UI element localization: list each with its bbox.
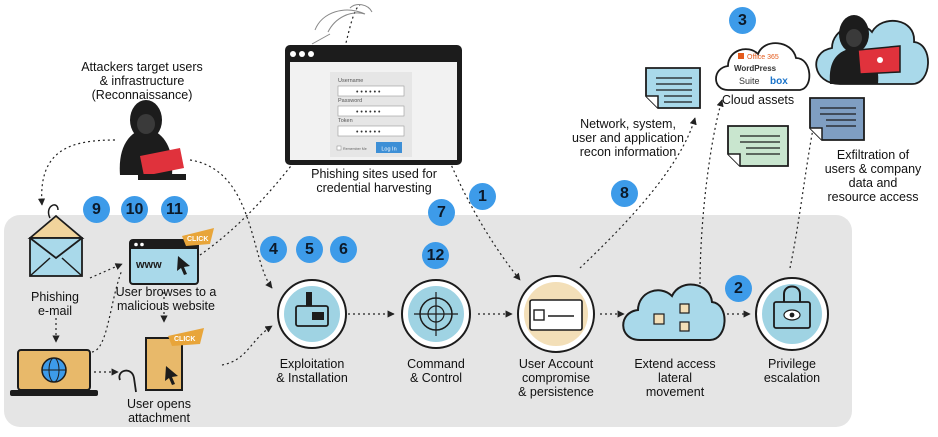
attacker-to-exploitation-arrow xyxy=(189,159,273,289)
account-compromise-stage-icon xyxy=(517,275,595,353)
privilege-escalation-label: Privilege escalation xyxy=(763,357,821,385)
green-document-icon xyxy=(727,125,789,167)
login-button-label: Log In xyxy=(381,147,396,153)
step-badge-12: 12 xyxy=(422,242,449,269)
phishing-email-envelope-icon xyxy=(27,204,85,277)
step-badge-2: 2 xyxy=(725,275,752,302)
network-recon-label: Network, system, user and application re… xyxy=(572,117,684,159)
step-badge-10: 10 xyxy=(121,196,148,223)
account-to-recon-arrow xyxy=(579,117,697,269)
laptop-to-website-line xyxy=(91,269,123,353)
command-control-stage-icon xyxy=(401,279,471,349)
token-field-value: • • • • • • xyxy=(356,129,381,136)
click-burst-icon xyxy=(182,228,214,246)
step-badge-6: 6 xyxy=(330,236,357,263)
phishing-site-window xyxy=(285,45,462,165)
phishing-email-label: Phishing e-mail xyxy=(31,290,79,318)
step-badge-8: 8 xyxy=(611,180,638,207)
phishing-sites-label: Phishing sites used for credential harve… xyxy=(311,167,437,195)
malicious-website-browser-icon xyxy=(129,239,199,285)
attachment-to-exploitation-arrow xyxy=(221,325,273,366)
click-label-website: CLICK xyxy=(187,236,208,243)
step-badge-5: 5 xyxy=(296,236,323,263)
step-badge-4: 4 xyxy=(260,236,287,263)
remember-me-label: Remember Me xyxy=(343,147,367,151)
token-field-label: Token xyxy=(338,118,353,124)
attacker-hacker-icon xyxy=(119,100,186,180)
exploitation-stage-icon xyxy=(277,279,347,349)
cloud-assets-icon xyxy=(715,42,811,91)
navy-document-icon xyxy=(809,97,865,141)
username-field-label: Username xyxy=(338,78,363,84)
privilege-escalation-stage-icon xyxy=(755,277,829,351)
cloud-assets-label: Cloud assets xyxy=(721,93,795,107)
connectors xyxy=(37,4,818,376)
www-text: www xyxy=(135,259,162,271)
lateral-to-cloud-arrow xyxy=(699,99,724,285)
exfiltration-label: Exfiltration of users & company data and… xyxy=(824,148,922,204)
recon-to-email-arrow xyxy=(37,139,116,206)
step-badge-9: 9 xyxy=(83,196,110,223)
fishing-hook-icon xyxy=(311,4,373,45)
attachment-document-icon xyxy=(118,328,204,393)
recon-document-icon xyxy=(645,67,701,109)
user-laptop-globe-icon xyxy=(10,349,98,396)
account-compromise-label: User Account compromise & persistence xyxy=(518,357,594,399)
cloud-attacker-icon xyxy=(815,15,929,85)
step-badge-3: 3 xyxy=(729,7,756,34)
click-label-attachment: CLICK xyxy=(174,336,195,343)
command-control-label: Command & Control xyxy=(407,357,465,385)
office365-logo: Office 365 xyxy=(747,54,779,61)
step-badge-11: 11 xyxy=(161,196,188,223)
reconnaissance-label: Attackers target users & infrastructure … xyxy=(81,60,203,102)
username-field-value: • • • • • • xyxy=(356,89,381,96)
password-field-label: Password xyxy=(338,98,362,104)
extend-access-label: Extend access lateral movement xyxy=(634,357,716,399)
phishing-to-account-arrow xyxy=(429,109,521,281)
box-logo: box xyxy=(770,76,788,87)
step-badge-7: 7 xyxy=(428,199,455,226)
wordpress-logo: WordPress xyxy=(734,64,777,73)
malicious-website-label: User browses to a malicious website xyxy=(115,285,217,313)
email-to-website-arrow xyxy=(89,263,123,279)
opens-attachment-label: User opens attachment xyxy=(127,397,191,425)
lateral-movement-cloud-icon xyxy=(622,283,726,341)
exploitation-label: Exploitation & Installation xyxy=(276,357,348,385)
step-badge-1: 1 xyxy=(469,183,496,210)
suite-logo: Suite xyxy=(739,76,760,86)
password-field-value: • • • • • • xyxy=(356,109,381,116)
